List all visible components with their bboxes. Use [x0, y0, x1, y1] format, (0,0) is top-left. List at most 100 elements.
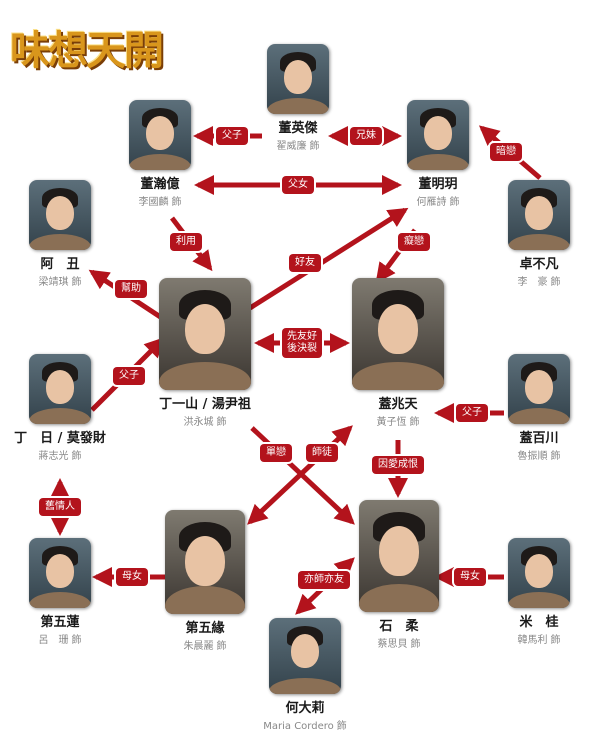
character-diwu-yuan: 第五緣 朱晨麗飾: [150, 510, 260, 652]
relation-label-funv: 父女: [282, 176, 314, 194]
portrait-diwu-lian: [29, 538, 91, 608]
actor-credit: 李國麟飾: [105, 193, 215, 208]
portrait-dong-hanyi: [129, 100, 191, 170]
arrow-shitu: [247, 425, 353, 525]
actor-suffix: 飾: [309, 141, 320, 152]
actor-credit: 呂 珊飾: [5, 631, 115, 646]
actor-suffix: 飾: [216, 641, 227, 652]
actor-suffix: 飾: [550, 635, 561, 646]
actor-suffix: 飾: [409, 417, 420, 428]
actor-name: 朱晨麗: [183, 641, 214, 652]
character-name: 蓋百川: [519, 431, 559, 446]
relation-label-xianyou: 先友好 後決裂: [282, 328, 322, 358]
actor-name: 魯振順: [517, 451, 548, 462]
character-ding-yishan: 丁一山 / 湯尹祖 洪永城飾: [143, 278, 267, 428]
actor-suffix: 飾: [550, 277, 561, 288]
character-name: 董明玥: [418, 177, 458, 192]
character-mi-gui: 米 桂 韓馬利飾: [484, 538, 594, 646]
character-name: 何大莉: [285, 701, 325, 716]
character-ding-ri: 丁 日 / 莫發財 蔣志光飾: [5, 354, 115, 462]
actor-credit: 李 豪飾: [484, 273, 594, 288]
actor-suffix: 飾: [71, 451, 82, 462]
actor-name: 呂 珊: [38, 635, 69, 646]
character-name: 米 桂: [519, 615, 559, 630]
relation-label-shitu: 師徒: [306, 444, 338, 462]
character-name: 第五緣: [185, 621, 225, 636]
portrait-he-dali: [269, 618, 341, 694]
relation-label-anlian: 暗戀: [490, 143, 522, 161]
relation-label-haoyou: 好友: [289, 254, 321, 272]
relation-label-xianyou-line1: 先友好: [287, 331, 317, 342]
character-gai-baichuan: 蓋百川 魯振順飾: [484, 354, 594, 462]
actor-credit: 黃子恆飾: [336, 413, 460, 428]
relation-label-munv-left: 母女: [116, 568, 148, 586]
actor-name: 何雁詩: [416, 197, 447, 208]
relation-label-fuzi-right: 父子: [456, 404, 488, 422]
actor-credit: 翟威廉飾: [243, 137, 353, 152]
relation-label-yishi: 亦師亦友: [298, 571, 350, 589]
actor-name: 蔡思貝: [377, 639, 408, 650]
actor-credit: 梁靖琪飾: [5, 273, 115, 288]
relation-label-fuzi-left: 父子: [113, 367, 145, 385]
character-name: 阿 丑: [40, 257, 80, 272]
actor-name: 韓馬利: [517, 635, 548, 646]
actor-suffix: 飾: [171, 197, 182, 208]
character-name: 丁一山 / 湯尹祖: [159, 397, 251, 412]
actor-credit: 洪永城飾: [143, 413, 267, 428]
actor-name: 李國麟: [138, 197, 169, 208]
actor-suffix: 飾: [550, 451, 561, 462]
actor-name: 翟威廉: [276, 141, 307, 152]
character-name: 董瀚億: [140, 177, 180, 192]
relation-label-bangzhu: 幫助: [115, 280, 147, 298]
portrait-ding-yishan: [159, 278, 251, 390]
actor-credit: 韓馬利飾: [484, 631, 594, 646]
portrait-dong-yingjie: [267, 44, 329, 114]
portrait-ding-ri: [29, 354, 91, 424]
relation-label-danlian: 單戀: [260, 444, 292, 462]
portrait-dong-mingyue: [407, 100, 469, 170]
portrait-mi-gui: [508, 538, 570, 608]
actor-name: 洪永城: [183, 417, 214, 428]
relation-label-yinai: 因愛成恨: [372, 456, 424, 474]
relation-label-fuzi-top: 父子: [216, 127, 248, 145]
character-name: 蓋兆天: [378, 397, 418, 412]
character-dong-hanyi: 董瀚億 李國麟飾: [105, 100, 215, 208]
actor-credit: 朱晨麗飾: [150, 637, 260, 652]
character-zhuo-bufan: 卓不凡 李 豪飾: [484, 180, 594, 288]
actor-name: 李 豪: [517, 277, 548, 288]
show-logo: 味想天開: [10, 27, 164, 74]
actor-suffix: 飾: [71, 635, 82, 646]
actor-credit: 何雁詩飾: [383, 193, 493, 208]
character-dong-mingyue: 董明玥 何雁詩飾: [383, 100, 493, 208]
actor-suffix: 飾: [71, 277, 82, 288]
portrait-gai-baichuan: [508, 354, 570, 424]
actor-credit: 魯振順飾: [484, 447, 594, 462]
character-name: 第五蓮: [40, 615, 80, 630]
character-name: 石 柔: [379, 619, 419, 634]
character-shi-rou: 石 柔 蔡思貝飾: [344, 500, 454, 650]
actor-name: 梁靖琪: [38, 277, 69, 288]
actor-credit: 蔣志光飾: [5, 447, 115, 462]
relation-label-munv-right: 母女: [454, 568, 486, 586]
relation-label-xianyou-line2: 後決裂: [287, 343, 317, 354]
character-gai-zhaotian: 蓋兆天 黃子恆飾: [336, 278, 460, 428]
character-dong-yingjie: 董英傑 翟威廉飾: [243, 44, 353, 152]
character-diwu-lian: 第五蓮 呂 珊飾: [5, 538, 115, 646]
actor-suffix: 飾: [449, 197, 460, 208]
actor-credit: 蔡思貝飾: [344, 635, 454, 650]
character-name: 卓不凡: [519, 257, 559, 272]
actor-suffix: 飾: [336, 721, 347, 732]
portrait-shi-rou: [359, 500, 439, 612]
character-name: 董英傑: [278, 121, 318, 136]
portrait-a-chou: [29, 180, 91, 250]
relation-label-chilian: 癡戀: [398, 233, 430, 251]
portrait-gai-zhaotian: [352, 278, 444, 390]
actor-name: Maria Cordero: [263, 721, 334, 732]
portrait-zhuo-bufan: [508, 180, 570, 250]
actor-suffix: 飾: [410, 639, 421, 650]
relation-label-xiongmei: 兄妹: [350, 127, 382, 145]
relation-label-liyong: 利用: [170, 233, 202, 251]
actor-suffix: 飾: [216, 417, 227, 428]
